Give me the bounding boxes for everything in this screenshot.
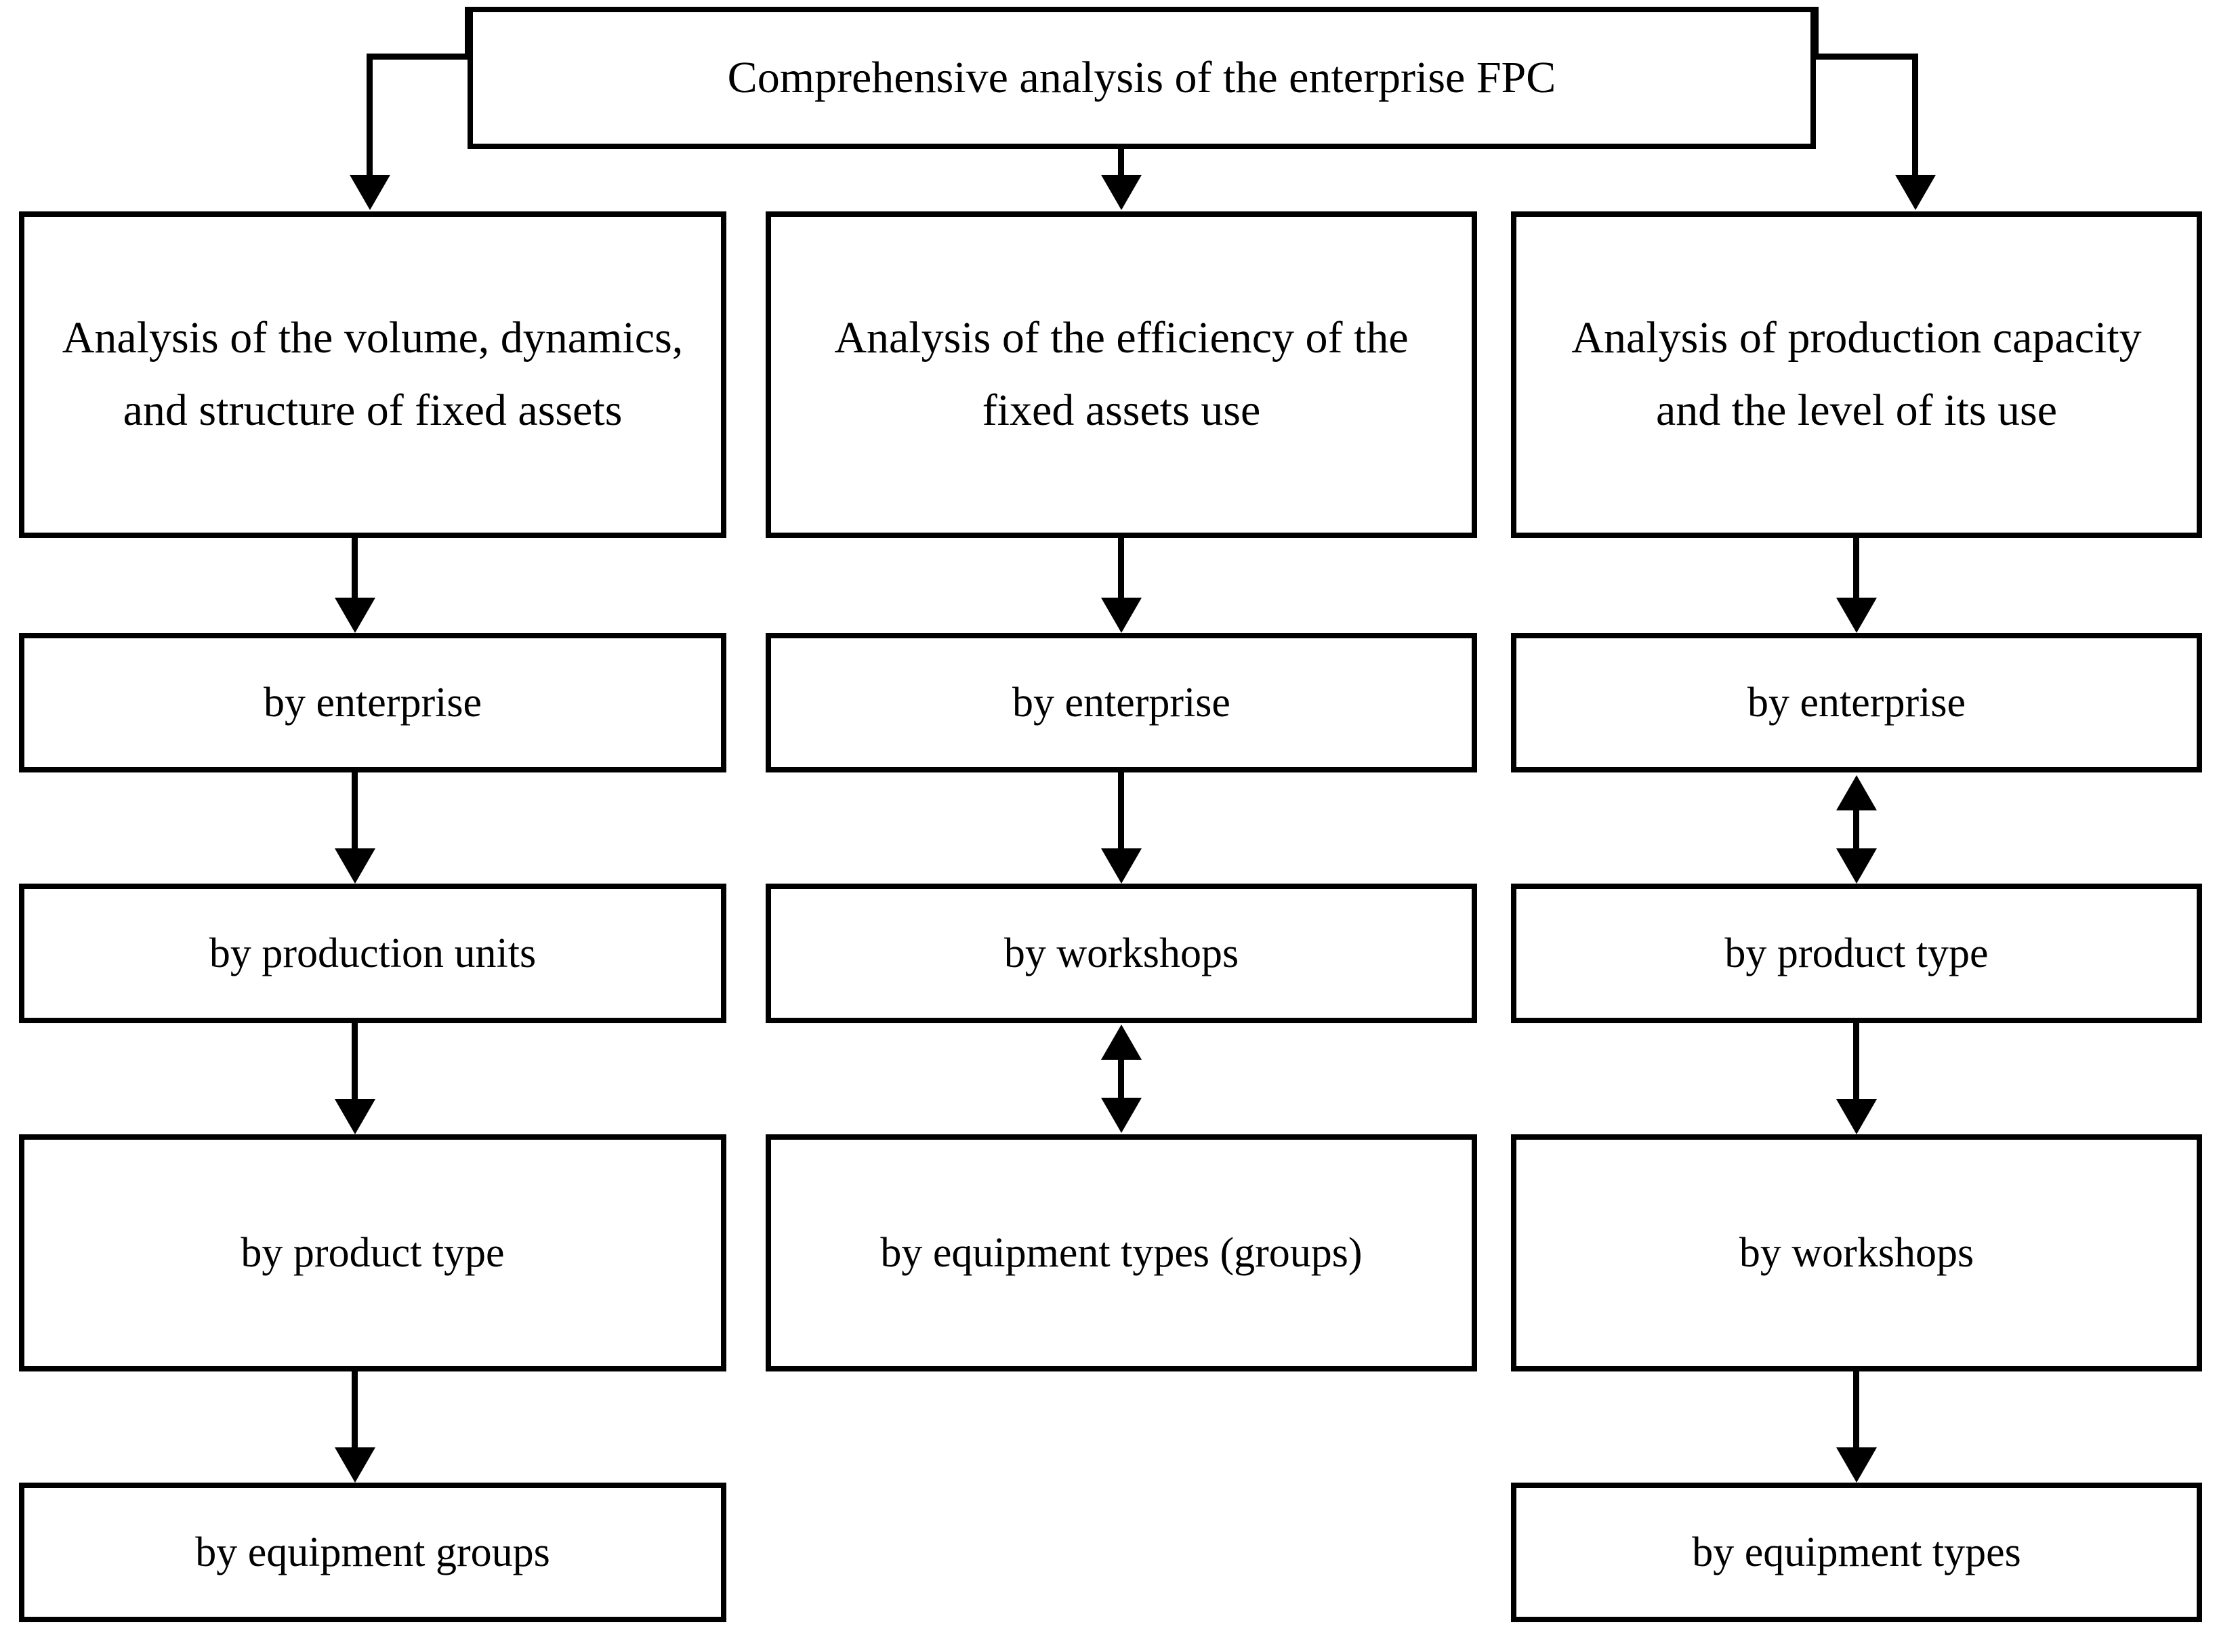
arrowhead-col1-l3-l4-icon xyxy=(335,1447,375,1483)
connector-col1-h-l1-vertical xyxy=(352,538,358,604)
arrowhead-col2-l1-l2-icon xyxy=(1101,848,1142,884)
connector-root-col1-vertical xyxy=(367,54,373,177)
connector-col3-l3-l4-vertical xyxy=(1853,1371,1859,1454)
node-col-1-level-1[interactable]: by enterprise xyxy=(19,633,726,772)
node-col-1-header-label: Analysis of the volume, dynamics, and st… xyxy=(62,313,684,435)
arrowhead-col1-h-l1-icon xyxy=(335,598,375,633)
node-col-3-level-3[interactable]: by workshops xyxy=(1511,1134,2202,1371)
connector-col1-l2-l3-vertical xyxy=(352,1023,358,1106)
connector-col3-l2-l3-vertical xyxy=(1853,1023,1859,1106)
node-col-3-header[interactable]: Analysis of production capacity and the … xyxy=(1511,211,2202,538)
node-col-3-header-label: Analysis of production capacity and the … xyxy=(1571,313,2142,435)
node-col-1-level-2-label: by production units xyxy=(209,930,537,976)
node-col-1-level-2[interactable]: by production units xyxy=(19,884,726,1023)
node-col-3-level-2-label: by product type xyxy=(1724,930,1989,976)
connector-col3-l1-l2-vertical xyxy=(1853,808,1859,850)
connector-root-col3-stub xyxy=(1812,7,1819,60)
connector-col2-l2-l3-vertical xyxy=(1118,1057,1124,1099)
node-col-2-level-2[interactable]: by workshops xyxy=(766,884,1477,1023)
arrowhead-col3-h-l1-icon xyxy=(1836,598,1877,633)
connector-root-col1-stub xyxy=(465,7,471,60)
arrowhead-col3-l2-l3-icon xyxy=(1836,1099,1877,1134)
arrowhead-col1-l2-l3-icon xyxy=(335,1099,375,1134)
connector-col1-l1-l2-vertical xyxy=(352,772,358,855)
arrowhead-col1-l1-l2-icon xyxy=(335,848,375,884)
connector-col1-l3-l4-vertical xyxy=(352,1371,358,1454)
node-col-2-level-3-label: by equipment types (groups) xyxy=(880,1229,1363,1276)
node-col-1-level-1-label: by enterprise xyxy=(264,679,482,726)
node-col-2-level-3[interactable]: by equipment types (groups) xyxy=(766,1134,1477,1371)
connector-col3-h-l1-vertical xyxy=(1853,538,1859,604)
arrowhead-col2-l2-l3-down-icon xyxy=(1101,1098,1142,1133)
node-col-3-level-4[interactable]: by equipment types xyxy=(1511,1483,2202,1622)
arrowhead-root-col2-icon xyxy=(1101,175,1142,210)
node-col-3-level-1-label: by enterprise xyxy=(1747,679,1966,726)
node-col-2-level-1[interactable]: by enterprise xyxy=(766,633,1477,772)
arrowhead-root-col1-icon xyxy=(350,175,390,210)
node-col-1-level-3-label: by product type xyxy=(241,1229,505,1276)
node-col-2-header-label: Analysis of the efficiency of the fixed … xyxy=(834,313,1409,435)
node-root-label: Comprehensive analysis of the enterprise… xyxy=(727,52,1556,102)
node-col-1-level-4-label: by equipment groups xyxy=(195,1529,550,1575)
connector-root-col3-vertical xyxy=(1912,54,1918,177)
node-col-1-header[interactable]: Analysis of the volume, dynamics, and st… xyxy=(19,211,726,538)
arrowhead-col3-l3-l4-icon xyxy=(1836,1447,1877,1483)
connector-col2-l1-l2-vertical xyxy=(1118,772,1124,855)
arrowhead-col2-h-l1-icon xyxy=(1101,598,1142,633)
node-col-3-level-3-label: by workshops xyxy=(1739,1229,1974,1276)
connector-root-col3-horizontal xyxy=(1812,54,1918,60)
node-col-3-level-4-label: by equipment types xyxy=(1692,1529,2021,1575)
node-col-3-level-1[interactable]: by enterprise xyxy=(1511,633,2202,772)
connector-col2-h-l1-vertical xyxy=(1118,538,1124,604)
arrowhead-col3-l1-l2-up-icon xyxy=(1836,775,1877,810)
node-col-2-level-2-label: by workshops xyxy=(1003,930,1239,976)
node-col-2-level-1-label: by enterprise xyxy=(1012,679,1230,726)
arrowhead-root-col3-icon xyxy=(1895,175,1936,210)
node-col-1-level-3[interactable]: by product type xyxy=(19,1134,726,1371)
connector-root-col1-horizontal xyxy=(367,54,471,60)
connector-root-col2-vertical xyxy=(1118,149,1124,178)
node-col-3-level-2[interactable]: by product type xyxy=(1511,884,2202,1023)
node-col-2-header[interactable]: Analysis of the efficiency of the fixed … xyxy=(766,211,1477,538)
node-root[interactable]: Comprehensive analysis of the enterprise… xyxy=(468,7,1816,149)
node-col-1-level-4[interactable]: by equipment groups xyxy=(19,1483,726,1622)
arrowhead-col2-l2-l3-up-icon xyxy=(1101,1025,1142,1060)
arrowhead-col3-l1-l2-down-icon xyxy=(1836,848,1877,884)
